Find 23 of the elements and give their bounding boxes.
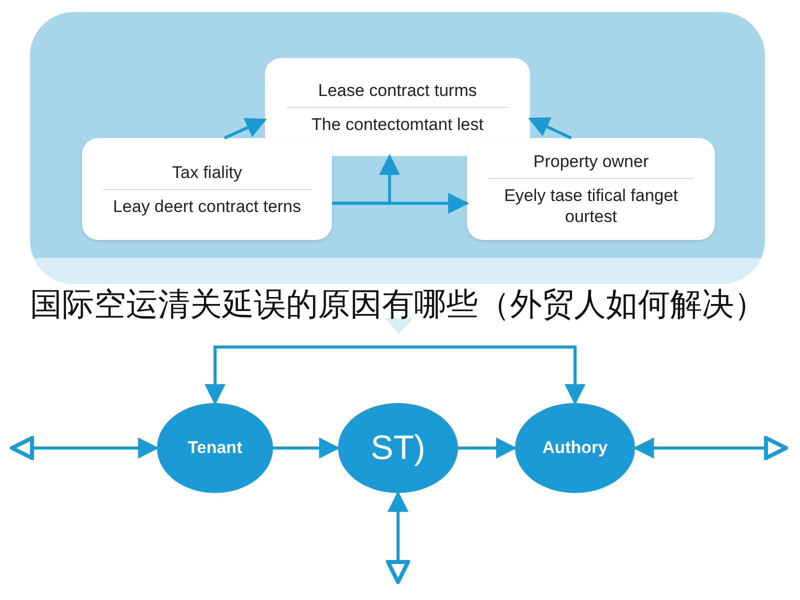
- node-label: Tenant: [188, 437, 242, 460]
- arrow: [386, 490, 410, 584]
- arrow: [632, 436, 788, 460]
- arrow: [332, 192, 470, 214]
- panel-background: [30, 12, 765, 284]
- text-card: [265, 58, 530, 156]
- text-card: [467, 138, 715, 240]
- arrow: [528, 117, 572, 140]
- card-heading: Tax fiality: [172, 162, 242, 182]
- card-heading: Property owner: [533, 151, 649, 172]
- arrow: [273, 438, 340, 458]
- arrow: [204, 346, 586, 406]
- card-text: Eyely tase tifical fanget ourtest: [503, 185, 679, 227]
- card-text: Leay deert contract terns: [112, 196, 302, 216]
- title: 国际空运清关延误的原因有哪些（外贸人如何解决）: [30, 285, 766, 324]
- node-label: Authory: [542, 437, 608, 460]
- arrow: [10, 436, 160, 460]
- arrow: [458, 438, 518, 458]
- text-card: [82, 138, 332, 240]
- node-label: ST): [370, 428, 426, 468]
- card-heading: Lease contract turms: [318, 80, 477, 100]
- card-text: The contectomtant lest: [312, 114, 484, 134]
- arrow: [224, 118, 267, 140]
